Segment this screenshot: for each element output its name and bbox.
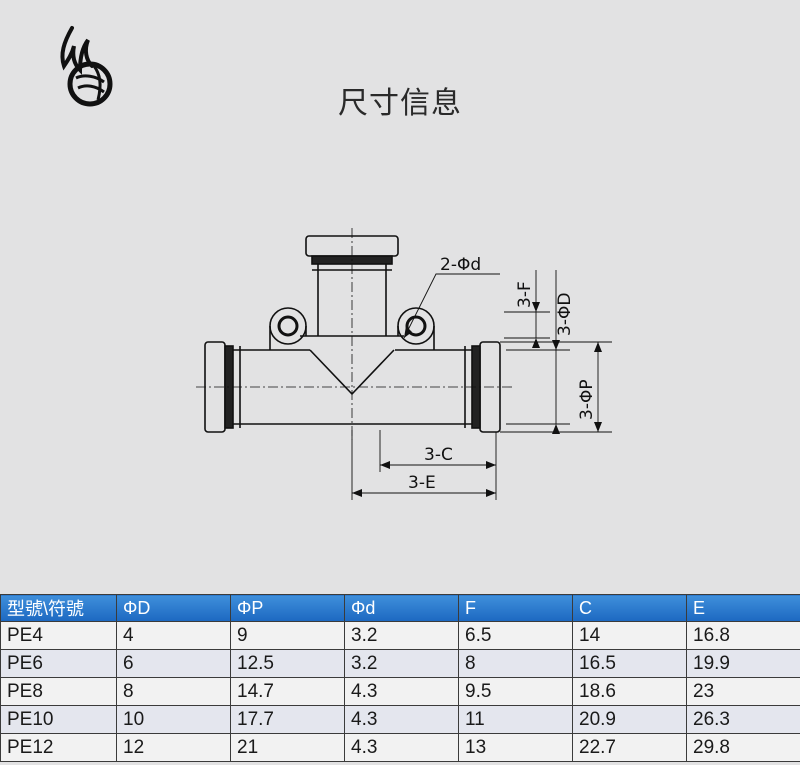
table-cell: 12 — [116, 733, 231, 762]
table-cell: 6.5 — [458, 621, 573, 650]
header-small-d: Φd — [344, 594, 459, 622]
spec-table: 型號\符號 ΦD ΦP Φd F C E PE4 4 9 3.2 6.5 14 … — [0, 594, 800, 762]
header-e: E — [686, 594, 800, 622]
table-cell: PE10 — [0, 705, 117, 734]
table-cell: 21 — [230, 733, 345, 762]
table-cell: 4.3 — [344, 705, 459, 734]
table-cell: 18.6 — [572, 677, 687, 706]
table-cell: 6 — [116, 649, 231, 678]
header-p: ΦP — [230, 594, 345, 622]
table-cell: PE12 — [0, 733, 117, 762]
table-cell: 14 — [572, 621, 687, 650]
table-cell: PE8 — [0, 677, 117, 706]
hole-diameter-label: 2-Φd — [440, 255, 481, 275]
left-mount-hole — [269, 307, 307, 345]
table-cell: 4.3 — [344, 677, 459, 706]
table-cell: 29.8 — [686, 733, 800, 762]
table-row: PE6 6 12.5 3.2 8 16.5 19.9 — [0, 649, 800, 678]
dim-f-label: 3-F — [515, 281, 535, 308]
table-cell: 26.3 — [686, 705, 800, 734]
table-row: PE12 12 21 4.3 13 22.7 29.8 — [0, 733, 800, 762]
dim-d-label: 3-ΦD — [555, 293, 575, 336]
header-d: ΦD — [116, 594, 231, 622]
table-cell: 14.7 — [230, 677, 345, 706]
table-row: PE10 10 17.7 4.3 11 20.9 26.3 — [0, 705, 800, 734]
table-cell: 10 — [116, 705, 231, 734]
table-cell: PE4 — [0, 621, 117, 650]
table-cell: 19.9 — [686, 649, 800, 678]
header-c: C — [572, 594, 687, 622]
table-cell: 3.2 — [344, 621, 459, 650]
table-cell: 20.9 — [572, 705, 687, 734]
table-cell: 9.5 — [458, 677, 573, 706]
header-model: 型號\符號 — [0, 594, 117, 622]
table-cell: 8 — [116, 677, 231, 706]
dim-e-label: 3-E — [408, 473, 436, 493]
table-row: PE8 8 14.7 4.3 9.5 18.6 23 — [0, 677, 800, 706]
table-cell: 13 — [458, 733, 573, 762]
table-cell: 12.5 — [230, 649, 345, 678]
table-cell: 16.5 — [572, 649, 687, 678]
table-cell: 3.2 — [344, 649, 459, 678]
table-row: PE4 4 9 3.2 6.5 14 16.8 — [0, 621, 800, 650]
table-cell: PE6 — [0, 649, 117, 678]
page-title: 尺寸信息 — [338, 86, 462, 121]
table-cell: 17.7 — [230, 705, 345, 734]
table-cell: 16.8 — [686, 621, 800, 650]
header-f: F — [458, 594, 573, 622]
table-cell: 22.7 — [572, 733, 687, 762]
tee-fitting-drawing: 2-Φd 3-F 3-ΦD 3-ΦP 3-C 3-E — [196, 228, 612, 500]
brand-logo-icon — [60, 26, 113, 107]
dim-c-label: 3-C — [424, 445, 453, 465]
dim-p-label: 3-ΦP — [577, 379, 597, 420]
table-cell: 23 — [686, 677, 800, 706]
table-cell: 4.3 — [344, 733, 459, 762]
table-header-row: 型號\符號 ΦD ΦP Φd F C E — [0, 594, 800, 622]
table-cell: 11 — [458, 705, 573, 734]
table-cell: 4 — [116, 621, 231, 650]
table-cell: 9 — [230, 621, 345, 650]
table-cell: 8 — [458, 649, 573, 678]
